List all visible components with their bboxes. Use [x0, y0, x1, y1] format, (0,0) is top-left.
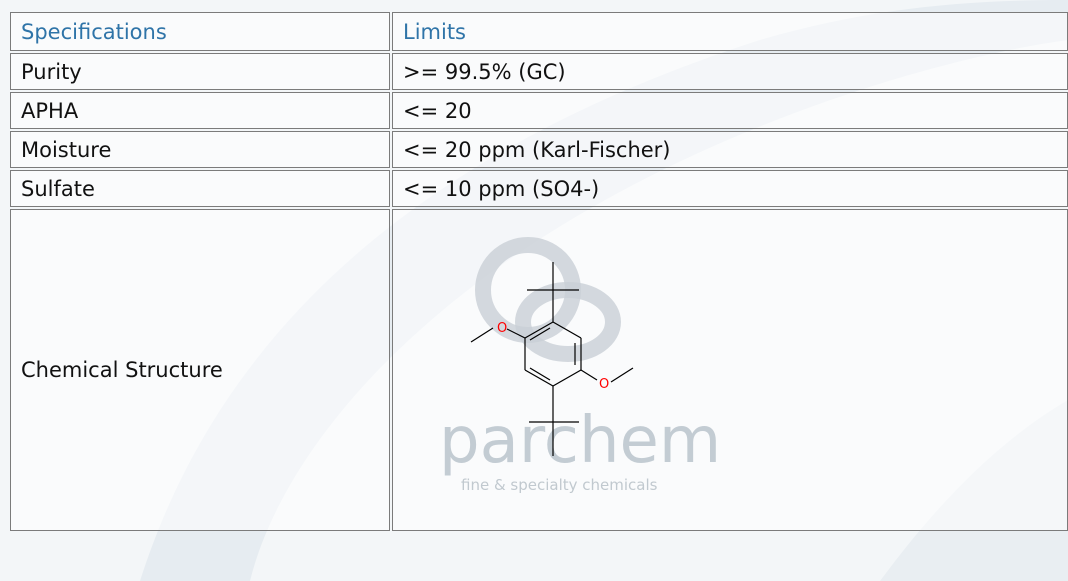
molecule-bonds [470, 262, 634, 456]
table-row: APHA <= 20 [10, 92, 1068, 129]
spec-name-cell: Moisture [10, 131, 390, 168]
table-row: Moisture <= 20 ppm (Karl-Fischer) [10, 131, 1068, 168]
spec-limit-cell: <= 20 [392, 92, 1068, 129]
spec-name-cell: Purity [10, 53, 390, 90]
table-row: Purity >= 99.5% (GC) [10, 53, 1068, 90]
oxygen-atom-label: O [497, 321, 507, 336]
watermark-brand-text: parchem [439, 404, 721, 478]
parchem-watermark-logo [475, 237, 621, 362]
structure-row: Chemical Structure parchem fine & specia… [10, 209, 1068, 531]
structure-image-cell: parchem fine & specialty chemicals [392, 209, 1068, 531]
header-specifications: Specifications [10, 12, 390, 51]
specification-table: Specifications Limits Purity >= 99.5% (G… [8, 10, 1068, 533]
chemical-structure-diagram: parchem fine & specialty chemicals [439, 237, 721, 494]
header-limits: Limits [392, 12, 1068, 51]
spec-limit-cell: <= 20 ppm (Karl-Fischer) [392, 131, 1068, 168]
spec-name-cell: APHA [10, 92, 390, 129]
spec-name-cell: Sulfate [10, 170, 390, 207]
structure-label-cell: Chemical Structure [10, 209, 390, 531]
spec-limit-cell: <= 10 ppm (SO4-) [392, 170, 1068, 207]
table-row: Sulfate <= 10 ppm (SO4-) [10, 170, 1068, 207]
table-header-row: Specifications Limits [10, 12, 1068, 51]
oxygen-atom-label: O [599, 377, 609, 392]
spec-limit-cell: >= 99.5% (GC) [392, 53, 1068, 90]
watermark-tagline-text: fine & specialty chemicals [461, 476, 658, 494]
